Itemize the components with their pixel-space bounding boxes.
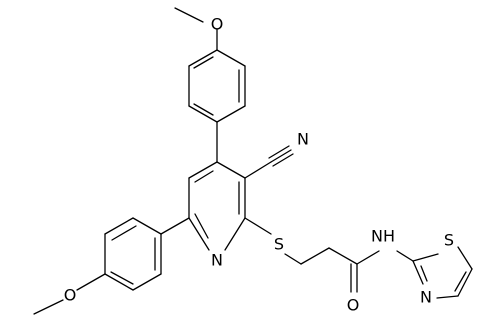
thioacetamide-linker: [244, 217, 414, 293]
atom-h-amide: H: [383, 227, 395, 246]
atom-n-nitrile: N: [297, 130, 309, 149]
atom-n-amide: N: [371, 227, 383, 246]
thiazole-ring: [412, 246, 473, 299]
atom-o-top-methoxy: O: [211, 15, 224, 34]
atom-n-thiazole: N: [420, 288, 432, 307]
pyridine-ring: [188, 121, 246, 251]
atom-n-pyridine: N: [211, 251, 223, 270]
atom-o-carbonyl: O: [347, 296, 360, 315]
nitrile-group: [244, 145, 294, 179]
methoxyphenyl-top: [174, 7, 246, 123]
atom-s-thiazole: S: [444, 231, 454, 250]
methoxyphenyl-left: [33, 217, 190, 315]
atom-o-left-methoxy: O: [64, 286, 77, 305]
atom-s-thioether: S: [274, 235, 284, 254]
